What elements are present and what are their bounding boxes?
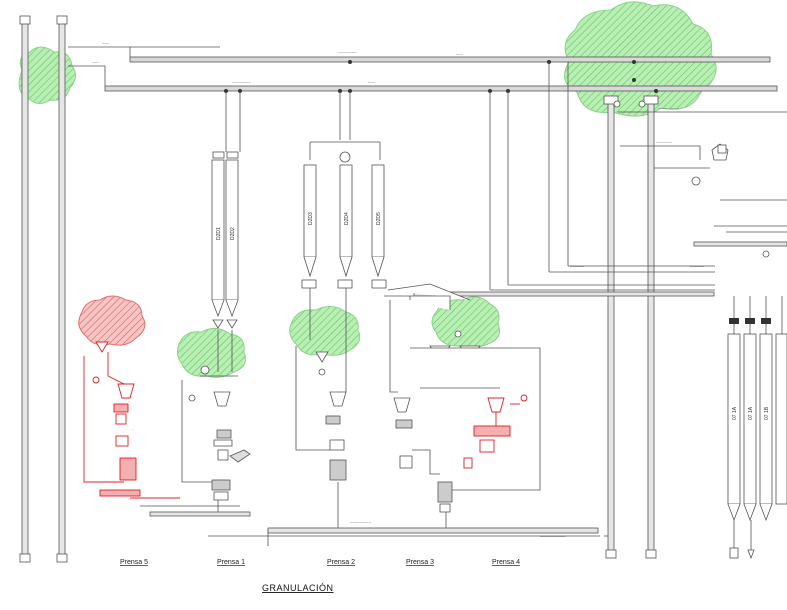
header-line-2 — [104, 85, 778, 92]
svg-text:~~~: ~~~ — [368, 80, 376, 85]
svg-text:~~~: ~~~ — [102, 41, 110, 46]
svg-text:~~~~~~: ~~~~~~ — [570, 264, 585, 269]
tiny-annotations: ~~~ ~~~ ~~~~~~~~ ~~~ ~~~~~~~~ ~~~ ~~~~~~… — [92, 41, 705, 539]
svg-text:~~~~~~~: ~~~~~~~ — [656, 140, 673, 145]
cyclone-icon — [393, 397, 411, 413]
zone-press-1 — [176, 328, 247, 378]
svg-text:07 1A: 07 1A — [732, 406, 738, 420]
press-labels: Prensa 5 Prensa 1 Prensa 2 Prensa 3 Pren… — [120, 559, 520, 566]
press-2-equipment — [295, 288, 347, 481]
silo-vertical-labels: 07 1A 07 1A 07 1B — [732, 406, 770, 420]
press-1-silo-labels: D2D1 D2D2 — [216, 227, 236, 240]
svg-text:~~~~~~: ~~~~~~ — [690, 264, 705, 269]
zone-press-5-red — [78, 295, 146, 346]
press-3-4-equipment — [384, 283, 541, 513]
press-4-red-equipment — [463, 394, 528, 469]
fan-icon — [399, 455, 413, 469]
press-label-2: Prensa 2 — [327, 559, 355, 566]
diagram-title: GRANULACIÓN — [262, 583, 334, 593]
svg-text:-: - — [132, 426, 134, 431]
fan-icon — [329, 439, 345, 451]
svg-text:~~~~~~~~~~~: ~~~~~~~~~~~ — [540, 534, 566, 539]
svg-text:~~~~~~~~: ~~~~~~~~ — [232, 80, 251, 85]
svg-text:~~~: ~~~ — [92, 60, 100, 65]
svg-text:~~~~~~~~~: ~~~~~~~~~ — [350, 520, 372, 525]
press-icon — [437, 481, 453, 503]
right-vertical-pipes — [607, 99, 655, 553]
svg-text:-: - — [128, 398, 130, 403]
svg-text:~~~~~~~~: ~~~~~~~~ — [338, 50, 357, 55]
right-branch-lines — [413, 62, 787, 297]
main-headers — [104, 56, 778, 92]
svg-text:07 1A: 07 1A — [748, 406, 754, 420]
header-line-1 — [129, 56, 771, 63]
press-label-1: Prensa 1 — [217, 559, 245, 566]
svg-text:D2D3: D2D3 — [308, 212, 314, 225]
press-5-red-labels: -- — [128, 398, 134, 431]
bottom-conveyors — [140, 482, 608, 546]
silo-caps — [729, 318, 771, 324]
press-1-silos — [211, 91, 241, 329]
right-pipe-caps — [603, 95, 659, 559]
svg-text:07 1B: 07 1B — [764, 406, 770, 420]
press-icon — [329, 459, 347, 481]
press-label-4: Prensa 4 — [492, 559, 520, 566]
cyclone-icon — [329, 391, 347, 407]
svg-text:D2D4: D2D4 — [344, 212, 350, 225]
press-2-silo-labels: D2D3 D2D4 D2D5 — [308, 212, 382, 225]
silo-bottom-equipment — [729, 520, 755, 560]
press-icon — [211, 479, 231, 491]
silo-icon — [727, 296, 787, 522]
press-2-silos — [301, 91, 387, 289]
zone-press-2 — [289, 306, 361, 356]
cyclone-icon — [213, 391, 231, 407]
svg-text:D2D1: D2D1 — [216, 227, 222, 240]
header-branches — [68, 46, 220, 86]
svg-text:D2D5: D2D5 — [376, 212, 382, 225]
press-5-red-equipment — [83, 341, 180, 499]
press-label-3: Prensa 3 — [406, 559, 434, 566]
svg-text:~~~: ~~~ — [456, 52, 464, 57]
press-label-5: Prensa 5 — [120, 559, 148, 566]
fan-icon — [217, 449, 229, 461]
press-1-equipment — [181, 330, 251, 501]
svg-text:~~~~~~~~~: ~~~~~~~~~ — [658, 106, 680, 111]
svg-text:D2D2: D2D2 — [230, 227, 236, 240]
right-small-equipment — [613, 100, 770, 258]
right-silo-group: 07 1A 07 1A 07 1B — [727, 296, 787, 560]
left-pipe-caps — [19, 15, 68, 563]
